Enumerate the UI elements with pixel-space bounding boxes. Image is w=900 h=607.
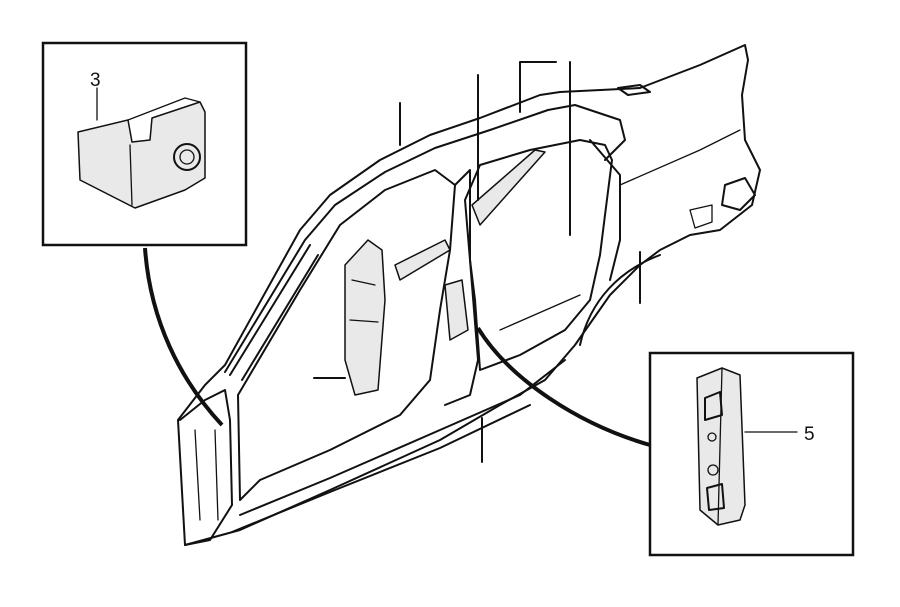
body-side-panel bbox=[177, 44, 761, 546]
inset-part-3: 3 bbox=[41, 41, 248, 247]
connector-curve-part-5 bbox=[476, 326, 651, 447]
callout-label-part-5: 5 bbox=[804, 424, 815, 445]
inset-part-5: 5 bbox=[648, 351, 855, 557]
leader-lines bbox=[313, 61, 641, 463]
callout-label-part-3: 3 bbox=[90, 70, 101, 91]
connector-curve-part-3 bbox=[143, 247, 224, 427]
